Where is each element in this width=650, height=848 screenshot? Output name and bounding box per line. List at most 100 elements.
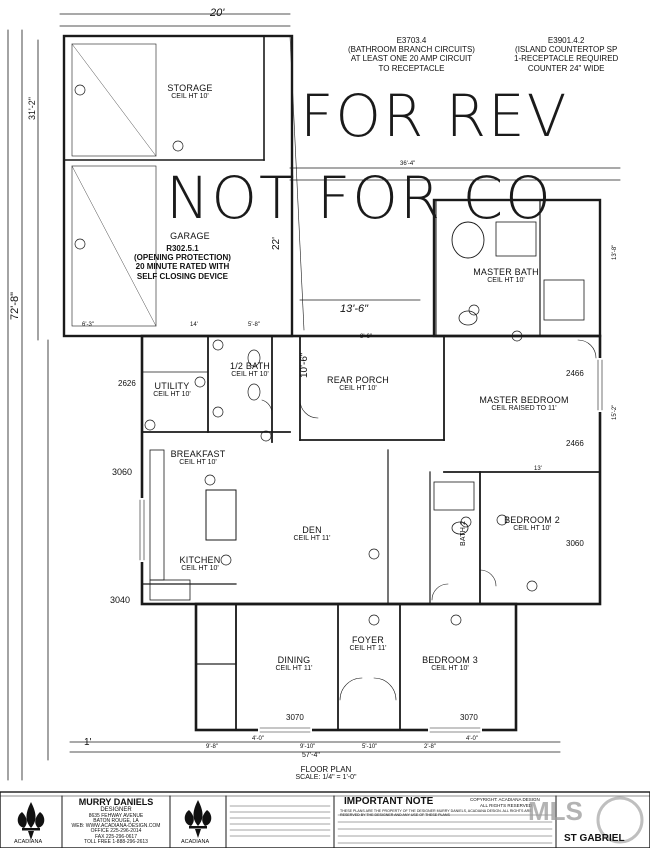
note-e3703: E3703.4 (BATHROOM BRANCH CIRCUITS) AT LE… <box>348 36 475 73</box>
room-name: GARAGE <box>170 231 210 241</box>
note-e3901-line: 1-RECEPTACLE REQUIRED <box>514 54 619 64</box>
designer-address: 8635 FEHWAY AVENUE <box>88 812 144 819</box>
room-ceiling: CEIL HT 10' <box>487 277 525 285</box>
note-r302-id: R302.5.1 <box>166 244 199 253</box>
handwritten-breakfast-window: 3060 <box>112 467 133 477</box>
handwritten-mb-2: 2466 <box>566 439 584 448</box>
room-rear-porch: REAR PORCH CEIL HT 10' <box>326 375 390 393</box>
room-ceiling: CEIL HT 11' <box>275 665 313 673</box>
room-utility: UTILITY CEIL HT 10' <box>153 381 191 399</box>
designer-web: WEB: WWW.ACADIANA-DESIGN.COM <box>71 823 161 830</box>
note-e3703-line: TO RECEPTACLE <box>378 63 445 73</box>
handwritten-kitchen-window: 3040 <box>110 595 131 605</box>
mls-text: MLS <box>528 796 583 826</box>
handwritten-left-a: 31'-2" <box>27 97 37 120</box>
room-name: 1/2 BATH <box>230 361 270 371</box>
room-ceiling: CEIL HT 11' <box>349 645 387 653</box>
dim-overall: 57'-4" <box>302 752 320 759</box>
note-r302-line: (OPENING PROTECTION) <box>134 253 231 263</box>
handwritten-rear-side: 22' <box>271 236 282 250</box>
important-note-title: IMPORTANT NOTE <box>344 796 434 807</box>
room-foyer: FOYER CEIL HT 11' <box>349 635 387 653</box>
room-ceiling: CEIL HT 10' <box>171 93 209 101</box>
room-master-bedroom: MASTER BEDROOM CEIL RAISED TO 11' <box>479 395 569 413</box>
important-note-body: THESE PLANS ARE THE PROPERTY OF THE DESI… <box>340 809 532 817</box>
plan-title-text: FLOOR PLAN <box>300 765 352 774</box>
plan-title: FLOOR PLAN SCALE: 1/4" = 1'-0" <box>295 765 357 782</box>
room-name: REAR PORCH <box>326 375 390 385</box>
room-ceiling: CEIL HT 10' <box>431 665 469 673</box>
handwritten-mb-1: 2466 <box>566 369 584 378</box>
note-r302-line: SELF CLOSING DEVICE <box>136 271 228 281</box>
designer-fax: FAX 225-296-0617 <box>95 833 137 840</box>
designer-city: BATON ROUGE, LA <box>93 817 139 824</box>
designer-office: OFFICE 225-296-2014 <box>90 828 142 835</box>
dim: 2'-8" <box>424 744 436 750</box>
logo-text-left: ACADIANA <box>14 839 43 845</box>
stamp-for-review: FOR REV <box>300 82 569 150</box>
rights-text: ALL RIGHTS RESERVED <box>480 803 533 808</box>
room-name: DEN <box>302 525 322 535</box>
designer-toll-free: TOLL FREE 1-888-296-2613 <box>84 838 148 845</box>
note-e3703-line: AT LEAST ONE 20 AMP CIRCUIT <box>350 54 473 64</box>
note-e3703-id: E3703.4 <box>396 36 427 45</box>
room-dining: DINING CEIL HT 11' <box>275 655 313 673</box>
owner-text: ST GABRIEL <box>564 833 625 844</box>
handwritten-porch-width: 13'-6" <box>340 303 369 315</box>
dim: 13'-8" <box>612 244 618 260</box>
room-name: MASTER BATH <box>473 267 539 277</box>
note-r302: R302.5.1 (OPENING PROTECTION) 20 MINUTE … <box>134 244 231 281</box>
room-ceiling: CEIL HT 10' <box>179 459 217 467</box>
note-e3901-line: COUNTER 24" WIDE <box>527 63 605 73</box>
room-ceiling: CEIL HT 10' <box>181 565 219 573</box>
room-garage: GARAGE <box>170 231 210 241</box>
room-name: KITCHEN <box>179 555 221 565</box>
room-ceiling: CEIL HT 10' <box>339 385 377 393</box>
room-den: DEN CEIL HT 11' <box>293 525 331 543</box>
room-bath-2: BATH 2 <box>460 521 467 546</box>
room-name: MASTER BEDROOM <box>479 395 569 405</box>
dim: 9'-10" <box>300 744 316 750</box>
dim: 15'-2" <box>612 404 618 420</box>
note-r302-line: 20 MINUTE RATED WITH <box>135 262 230 272</box>
stamp-not-for-construction: NOT FOR CO <box>166 164 553 232</box>
dim: 5'-10" <box>362 744 378 750</box>
designer-name: MURRY DANIELS <box>78 797 154 807</box>
note-e3901-line: (ISLAND COUNTERTOP SP <box>515 45 618 55</box>
dim: 4'-0" <box>252 736 264 742</box>
room-ceiling: CEIL RAISED TO 11' <box>491 405 557 413</box>
handwritten-porch-depth: 10'-6" <box>299 352 310 378</box>
room-ceiling: CEIL HT 11' <box>293 535 331 543</box>
dim: 4'-0" <box>466 736 478 742</box>
room-half-bath: 1/2 BATH CEIL HT 10' <box>230 361 270 379</box>
handwritten-top-dim: 20' <box>210 7 225 19</box>
handwritten-one-ft: 1' <box>84 737 92 748</box>
room-breakfast: BREAKFAST CEIL HT 10' <box>170 449 226 467</box>
fleur-de-lis-logo-left <box>17 802 45 840</box>
plan-scale: SCALE: 1/4" = 1'-0" <box>295 774 357 782</box>
note-e3703-line: (BATHROOM BRANCH CIRCUITS) <box>348 45 475 55</box>
mls-watermark <box>596 796 644 844</box>
room-name: UTILITY <box>154 381 190 391</box>
logo-text-right: ACADIANA <box>181 839 210 845</box>
dim: 9'-8" <box>206 744 218 750</box>
room-bedroom-2: BEDROOM 2 CEIL HT 10' <box>504 515 560 533</box>
room-name: BATH 2 <box>460 520 467 546</box>
room-ceiling: CEIL HT 10' <box>513 525 551 533</box>
room-name: BREAKFAST <box>170 449 226 459</box>
room-bedroom-3: BEDROOM 3 CEIL HT 10' <box>422 655 478 673</box>
handwritten-left-b: 72'-8" <box>9 291 21 320</box>
handwritten-dining: 3070 <box>286 713 304 722</box>
dim: 5'-8" <box>248 322 260 328</box>
dim: 13' <box>534 466 542 472</box>
note-e3901: E3901.4.2 (ISLAND COUNTERTOP SP 1-RECEPT… <box>514 36 618 73</box>
room-kitchen: KITCHEN CEIL HT 10' <box>179 555 221 573</box>
room-name: FOYER <box>351 635 384 645</box>
handwritten-bed3: 3070 <box>460 713 478 722</box>
room-master-bath: MASTER BATH CEIL HT 10' <box>473 267 539 285</box>
room-name: STORAGE <box>167 83 213 93</box>
room-storage: STORAGE CEIL HT 10' <box>167 83 213 101</box>
fleur-de-lis-logo-right <box>184 800 212 838</box>
dim-top-total: 36'-4" <box>400 161 416 167</box>
